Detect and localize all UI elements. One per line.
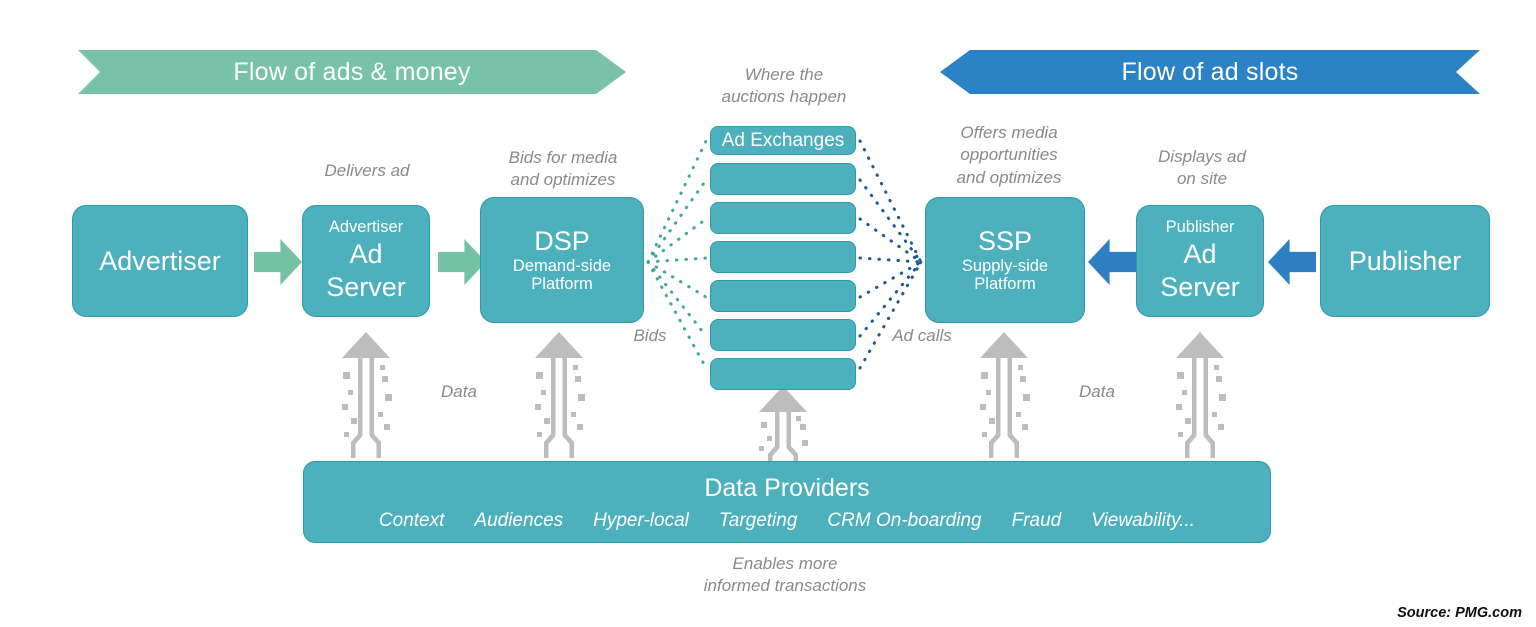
node-publisher-ad-server[interactable]: Publisher Ad Server <box>1136 205 1264 317</box>
banner-right-label: Flow of ad slots <box>1121 57 1299 86</box>
note-displays-ad: Displays ad on site <box>1158 147 1246 189</box>
note-delivers-ad: Delivers ad <box>324 161 410 180</box>
exchange-bar[interactable] <box>710 280 856 312</box>
data-flow-icon-advertiser-ad-server <box>342 332 392 458</box>
note-data-left: Data <box>441 382 477 401</box>
node-advertiser-ad-server[interactable]: Advertiser Ad Server <box>302 205 430 317</box>
node-publisher-label: Publisher <box>1348 245 1462 276</box>
node-publisher-ad-server-top: Publisher <box>1165 218 1235 237</box>
node-publisher[interactable]: Publisher <box>1320 205 1490 317</box>
data-providers-bar[interactable]: Data Providers Context Audiences Hyper-l… <box>303 461 1271 543</box>
exchange-bar[interactable] <box>710 163 856 195</box>
data-provider-item: Fraud <box>1011 510 1062 531</box>
note-bids: Bids <box>633 326 667 345</box>
exchange-bar[interactable] <box>710 319 856 351</box>
exchange-bar-header[interactable]: Ad Exchanges <box>710 126 856 155</box>
note-bids-for-media: Bids for media and optimizes <box>508 148 618 190</box>
data-flow-icon-dsp <box>535 332 585 458</box>
note-data-right: Data <box>1079 382 1115 401</box>
node-advertiser[interactable]: Advertiser <box>72 205 248 317</box>
node-dsp-label: DSP <box>534 226 590 257</box>
data-provider-item: CRM On-boarding <box>827 510 982 531</box>
data-provider-item: Context <box>378 510 445 531</box>
source-credit: Source: PMG.com <box>1397 605 1522 621</box>
exchange-bar[interactable] <box>710 241 856 273</box>
note-ad-calls: Ad calls <box>892 326 952 345</box>
arrow-publisher-to-ad-server <box>1268 239 1316 285</box>
note-where-auctions-happen: Where the auctions happen <box>721 65 847 107</box>
node-ssp[interactable]: SSP Supply-side Platform <box>925 197 1085 323</box>
node-publisher-ad-server-line2: Server <box>1160 271 1240 302</box>
node-dsp-sub2: Platform <box>531 275 593 294</box>
data-provider-item: Hyper-local <box>593 510 689 531</box>
node-publisher-ad-server-line1: Ad <box>1183 238 1217 269</box>
node-advertiser-ad-server-top: Advertiser <box>328 218 404 237</box>
data-provider-item: Audiences <box>474 510 564 531</box>
exchange-bar-header-label: Ad Exchanges <box>721 129 845 151</box>
banner-flow-of-ads-money: Flow of ads & money <box>78 50 626 94</box>
data-providers-title: Data Providers <box>704 474 870 502</box>
note-enables-informed-transactions: Enables more informed transactions <box>703 554 867 596</box>
data-provider-item: Targeting <box>718 510 798 531</box>
exchange-bar[interactable] <box>710 202 856 234</box>
node-dsp[interactable]: DSP Demand-side Platform <box>480 197 644 323</box>
note-offers-media: Offers media opportunities and optimizes <box>956 123 1062 187</box>
data-provider-item: Viewability... <box>1091 510 1196 531</box>
exchange-bar[interactable] <box>710 358 856 390</box>
arrow-advertiser-to-ad-server <box>254 239 302 285</box>
banner-left-label: Flow of ads & money <box>233 57 471 86</box>
arrow-ad-server-to-dsp <box>438 239 486 285</box>
node-advertiser-ad-server-line2: Server <box>326 271 406 302</box>
arrow-publisher-ad-server-to-ssp <box>1088 239 1136 285</box>
node-ssp-sub1: Supply-side <box>961 256 1049 275</box>
node-ssp-label: SSP <box>977 226 1033 257</box>
banner-flow-of-ad-slots: Flow of ad slots <box>940 50 1480 94</box>
data-providers-list: Context Audiences Hyper-local Targeting … <box>379 510 1195 532</box>
data-flow-icon-exchanges <box>759 386 808 462</box>
node-advertiser-label: Advertiser <box>99 245 221 276</box>
node-advertiser-ad-server-line1: Ad <box>349 238 383 269</box>
node-ssp-sub2: Platform <box>974 275 1036 294</box>
data-flow-icon-publisher-ad-server <box>1176 332 1226 458</box>
node-dsp-sub1: Demand-side <box>512 256 612 275</box>
data-flow-icon-ssp <box>980 332 1030 458</box>
